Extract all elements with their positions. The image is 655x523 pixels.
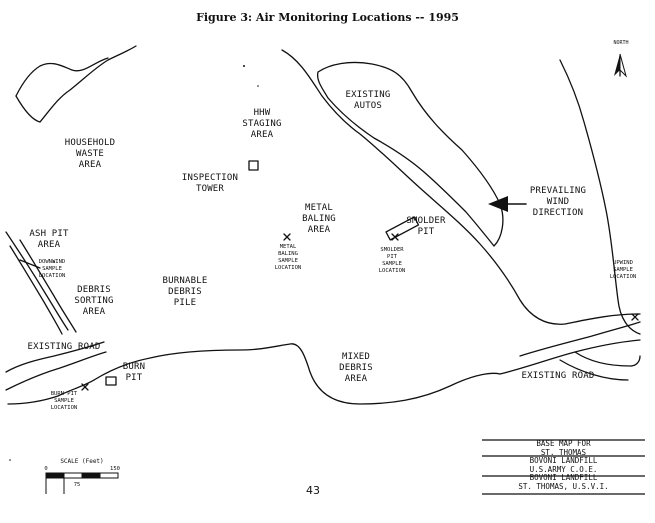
downwind-leader (19, 259, 41, 269)
road-left-lower (5, 351, 107, 391)
burn-pit-box (105, 376, 117, 386)
boundary-bottom-edge (7, 379, 95, 405)
wind-arrow-head (488, 196, 508, 212)
coastline-left-edge (15, 95, 41, 123)
scale-label: SCALE (Feet) (60, 458, 104, 465)
embankment-1 (5, 231, 69, 331)
title-block: BASE MAP FOR ST. THOMAS BOVONI LANDFILL … (518, 439, 609, 491)
page-number: 43 (306, 484, 320, 497)
inspection-tower-box (248, 160, 259, 171)
existing-road-left-label: EXISTING ROAD (27, 342, 101, 352)
north-label: NORTH (613, 40, 629, 46)
embankment-3 (19, 239, 77, 333)
scale-bar (45, 472, 119, 494)
upwind-sample-x (631, 313, 639, 321)
boundary-top (281, 49, 641, 325)
coastline-top-left-inner (15, 57, 109, 97)
scale-tick-150: 150 (110, 466, 120, 472)
road-left-upper (5, 341, 105, 373)
scale-tick-0: 0 (44, 466, 48, 472)
road-right-curve-inner (559, 359, 629, 381)
smolder-pit-box (385, 216, 420, 241)
title-block-frame (482, 439, 645, 495)
burn-pit-sample-x (81, 383, 89, 391)
scale-tick-75: 75 (73, 482, 81, 488)
map-specks (9, 65, 259, 461)
boundary-bottom (93, 343, 501, 405)
north-arrow-head-right (619, 53, 627, 78)
metal-baling-sample-x (283, 233, 291, 241)
figure-title: Figure 3: Air Monitoring Locations -- 19… (196, 11, 459, 24)
road-right-upper (519, 321, 641, 357)
north-arrow-head (614, 54, 620, 76)
right-channel (559, 59, 641, 335)
existing-road-right-label: EXISTING ROAD (521, 371, 595, 381)
road-right-lower (499, 339, 641, 375)
road-right-curve (574, 351, 641, 367)
coastline-top-left (39, 45, 137, 123)
existing-autos-boundary (316, 61, 504, 247)
embankment-2 (9, 245, 63, 335)
